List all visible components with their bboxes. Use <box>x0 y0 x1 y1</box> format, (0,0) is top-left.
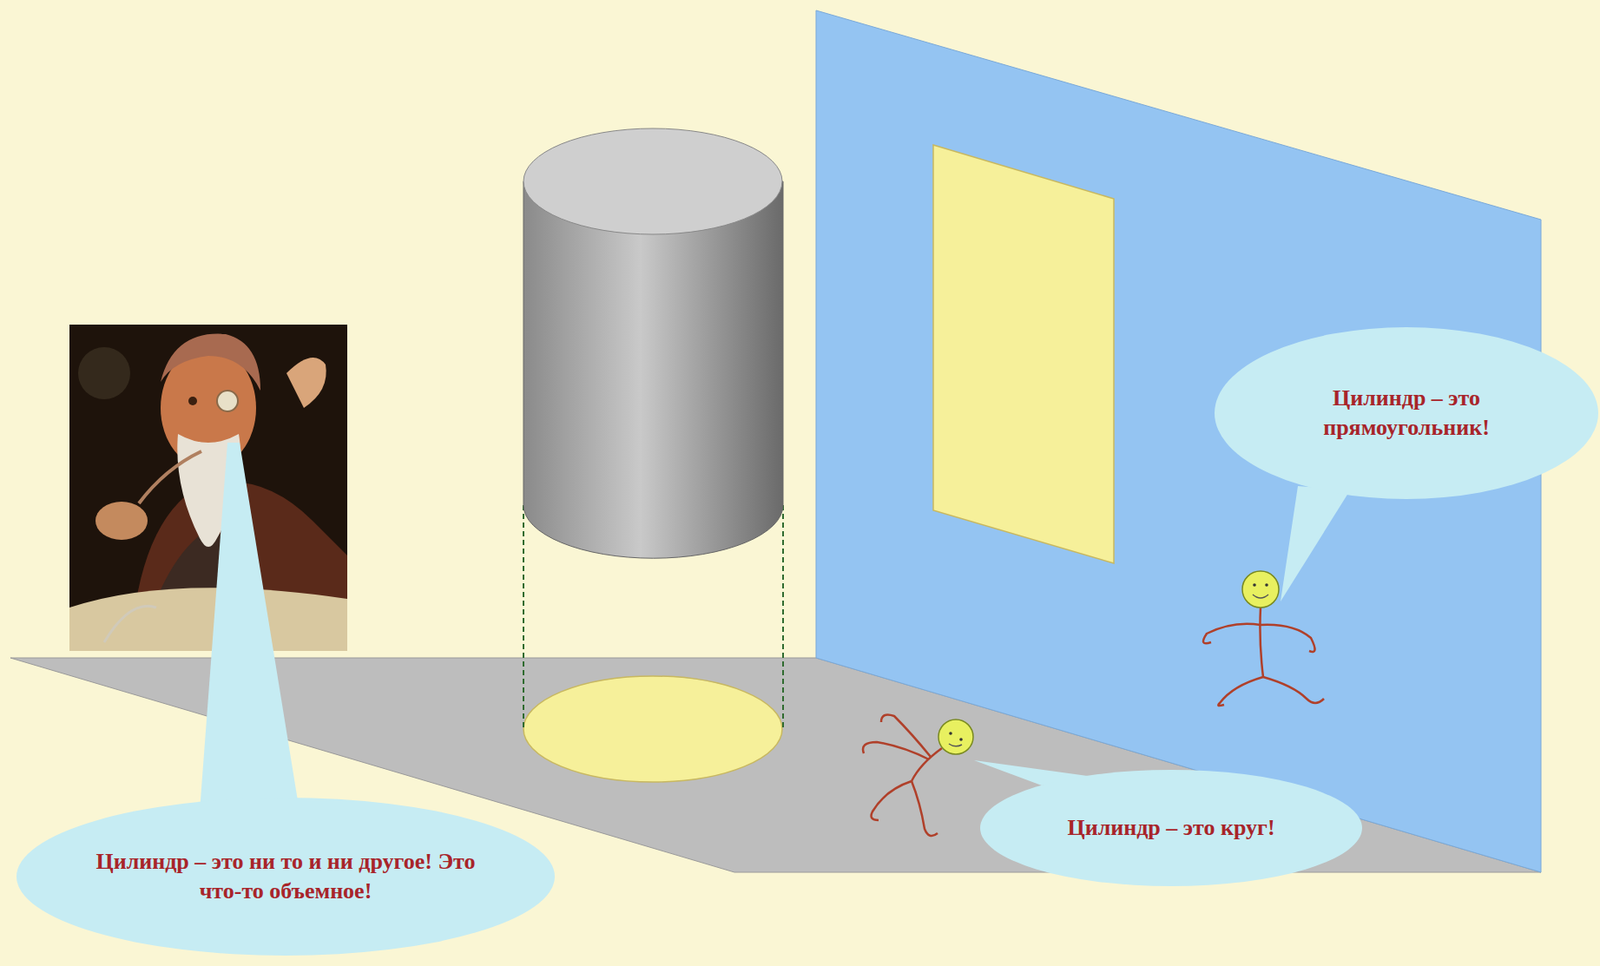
speech-bubble: Цилиндр – это круг! <box>979 769 1363 888</box>
bubble-tail <box>199 442 300 812</box>
floor-projection <box>523 676 783 783</box>
bubble-text-box: Цилиндр – это круг! <box>1058 813 1284 843</box>
bubble-text: Цилиндр – это круг! <box>1058 813 1284 843</box>
projection-line <box>522 505 525 730</box>
bubble-outline <box>15 796 556 957</box>
cylinder <box>523 128 784 559</box>
speech-bubble: Цилиндр – это ни то и ни другое! Это что… <box>15 796 556 957</box>
projection-line <box>782 505 784 730</box>
bubble-text: Цилиндр – это ни то и ни другое! Это что… <box>94 847 477 907</box>
speech-bubble: Цилиндр – это прямоугольник! <box>1213 326 1600 501</box>
wall-projection <box>933 144 1114 564</box>
bubble-outline <box>1213 326 1600 501</box>
stick-figure <box>862 715 974 837</box>
portrait <box>69 324 348 652</box>
bubble-tail <box>1280 486 1350 602</box>
bubble-text-box: Цилиндр – это прямоугольник! <box>1280 383 1533 443</box>
bubble-text-box: Цилиндр – это ни то и ни другое! Это что… <box>94 847 477 907</box>
bubble-text: Цилиндр – это прямоугольник! <box>1280 383 1533 443</box>
stick-figure <box>1203 571 1324 706</box>
